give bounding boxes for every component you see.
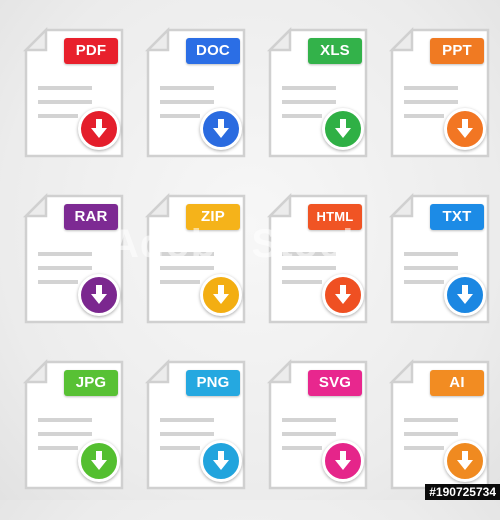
download-button[interactable]: [322, 108, 364, 150]
file-type-label: DOC: [186, 38, 240, 64]
download-button[interactable]: [78, 108, 120, 150]
file-icon-txt[interactable]: TXT: [378, 188, 500, 354]
arrow-down-icon: [91, 285, 107, 304]
file-icon-grid: PDF DOC XLS: [12, 22, 500, 520]
arrow-down-icon: [457, 285, 473, 304]
arrow-down-icon: [335, 285, 351, 304]
file-type-label: JPG: [64, 370, 118, 396]
file-type-label: TXT: [430, 204, 484, 230]
arrow-down-icon: [335, 119, 351, 138]
file-type-label: PPT: [430, 38, 484, 64]
file-icon-jpg[interactable]: JPG: [12, 354, 134, 520]
file-icon-zip[interactable]: ZIP: [134, 188, 256, 354]
arrow-down-icon: [91, 451, 107, 470]
arrow-down-icon: [457, 119, 473, 138]
download-button[interactable]: [200, 274, 242, 316]
file-icon-svg[interactable]: SVG: [256, 354, 378, 520]
file-type-label: RAR: [64, 204, 118, 230]
download-button[interactable]: [444, 108, 486, 150]
download-button[interactable]: [78, 440, 120, 482]
arrow-down-icon: [213, 285, 229, 304]
arrow-down-icon: [213, 451, 229, 470]
file-icon-doc[interactable]: DOC: [134, 22, 256, 188]
arrow-down-icon: [91, 119, 107, 138]
file-icon-html[interactable]: HTML: [256, 188, 378, 354]
file-icon-pdf[interactable]: PDF: [12, 22, 134, 188]
download-button[interactable]: [200, 440, 242, 482]
file-type-label: PNG: [186, 370, 240, 396]
download-button[interactable]: [200, 108, 242, 150]
arrow-down-icon: [335, 451, 351, 470]
arrow-down-icon: [457, 451, 473, 470]
file-icon-xls[interactable]: XLS: [256, 22, 378, 188]
download-button[interactable]: [444, 274, 486, 316]
download-button[interactable]: [78, 274, 120, 316]
arrow-down-icon: [213, 119, 229, 138]
file-type-label: XLS: [308, 38, 362, 64]
file-icon-ai[interactable]: AI: [378, 354, 500, 520]
file-type-label: PDF: [64, 38, 118, 64]
file-icon-ppt[interactable]: PPT: [378, 22, 500, 188]
download-button[interactable]: [322, 274, 364, 316]
file-icon-png[interactable]: PNG: [134, 354, 256, 520]
file-type-label: AI: [430, 370, 484, 396]
download-button[interactable]: [444, 440, 486, 482]
file-type-label: ZIP: [186, 204, 240, 230]
file-icon-rar[interactable]: RAR: [12, 188, 134, 354]
stock-id-badge: #190725734: [425, 484, 500, 500]
file-type-label: HTML: [308, 204, 362, 230]
file-type-label: SVG: [308, 370, 362, 396]
download-button[interactable]: [322, 440, 364, 482]
